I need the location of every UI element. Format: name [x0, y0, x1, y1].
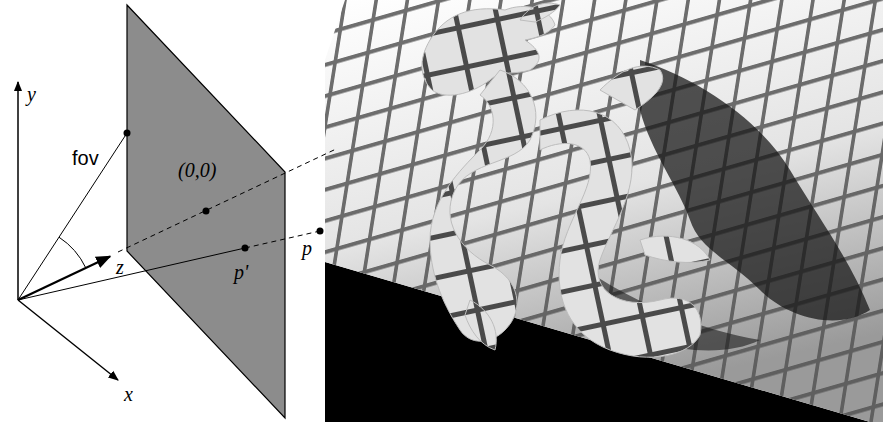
- point-label: (0,0): [178, 160, 216, 180]
- angle-label: fov: [72, 148, 99, 168]
- axis-label: z: [116, 257, 124, 277]
- shadow: [640, 60, 870, 320]
- projection-ray: [18, 248, 245, 300]
- point: [317, 228, 324, 235]
- y-axis: [17, 82, 19, 300]
- point: [242, 245, 249, 252]
- view-axis: [118, 150, 335, 253]
- fov-arc: [59, 237, 86, 268]
- dragon: [422, 3, 710, 357]
- point: [124, 130, 131, 137]
- point-label: p: [302, 238, 312, 258]
- fov-ray: [18, 133, 127, 300]
- projection-diagram: [18, 5, 335, 418]
- x-axis: [18, 300, 118, 380]
- floor-grid: [320, 0, 883, 422]
- rendered-scene: [320, 0, 883, 422]
- image-plane: [127, 5, 285, 418]
- axis-label: y: [27, 84, 36, 104]
- point-label: p': [234, 262, 248, 282]
- point: [203, 208, 210, 215]
- axis-label: x: [124, 384, 133, 404]
